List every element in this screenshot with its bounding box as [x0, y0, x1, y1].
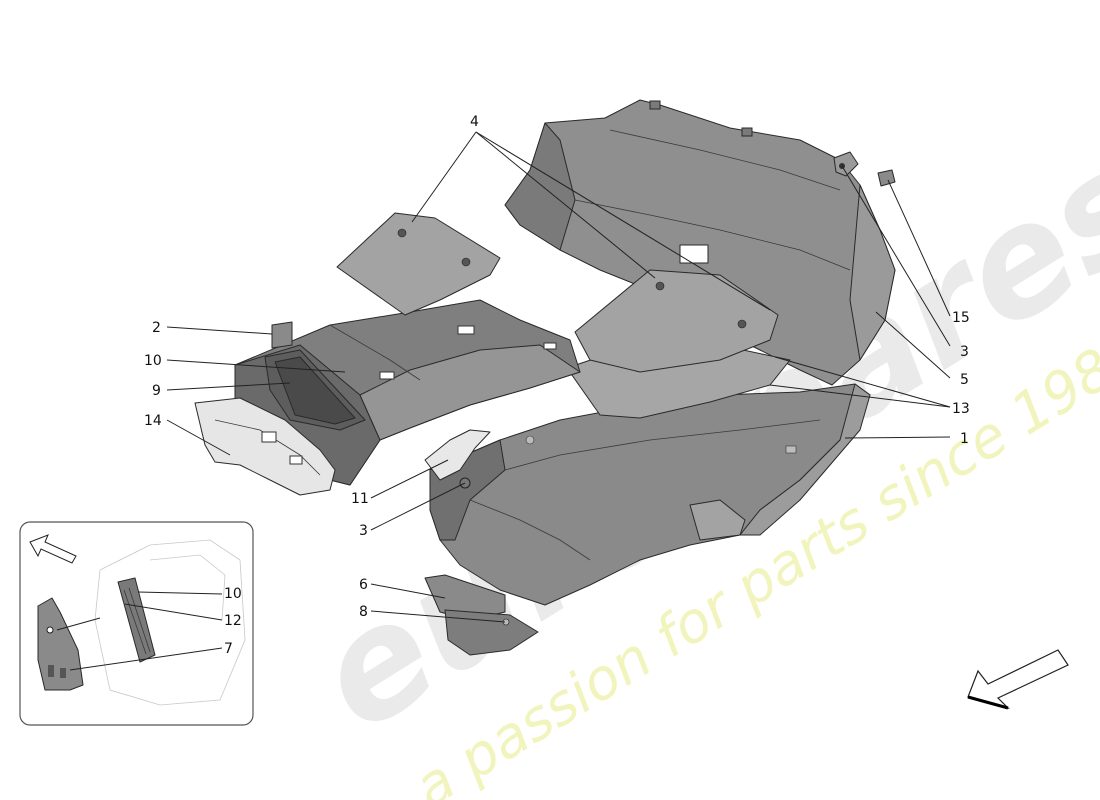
- part-8-pad: [444, 609, 539, 656]
- leader-lines: [166, 131, 951, 623]
- part-3-clip-top: [833, 151, 859, 177]
- part-7-heel-pad: [37, 597, 84, 691]
- callouts: 4 2 10 9 14 11 3 6 8 15 3 5 13 1: [144, 114, 970, 620]
- callout-9: 9: [152, 383, 161, 399]
- callout-10-main: 10: [144, 353, 162, 369]
- inset-detail: 10 12 7: [19, 521, 254, 726]
- part-14-bracket: [194, 397, 336, 496]
- callout-13: 13: [952, 401, 970, 417]
- arrow-up-left-icon: [29, 534, 77, 564]
- callout-15: 15: [952, 310, 970, 326]
- part-6-pad: [424, 574, 506, 621]
- callout-3-lower: 3: [359, 523, 368, 539]
- callout-12: 12: [224, 613, 242, 629]
- callout-5: 5: [960, 372, 969, 388]
- arrow-down-left-icon: [967, 649, 1069, 710]
- part-9-footrest-pad: [264, 349, 366, 431]
- callout-3-upper: 3: [960, 344, 969, 360]
- callout-14: 14: [144, 413, 162, 429]
- callout-7: 7: [224, 641, 233, 657]
- callout-6: 6: [359, 577, 368, 593]
- part-4-mat-right: [574, 269, 779, 373]
- callout-10-inset: 10: [224, 586, 242, 602]
- part-4-mat-left: [336, 212, 501, 316]
- callout-11: 11: [351, 491, 369, 507]
- callout-1: 1: [960, 431, 969, 447]
- callout-4: 4: [470, 114, 479, 130]
- part-11-bracket: [424, 429, 491, 481]
- callout-8: 8: [359, 604, 368, 620]
- part-15-clip: [877, 169, 896, 187]
- part-2-flap: [271, 321, 293, 349]
- callout-2: 2: [152, 320, 161, 336]
- part-10-pedal: [117, 577, 156, 663]
